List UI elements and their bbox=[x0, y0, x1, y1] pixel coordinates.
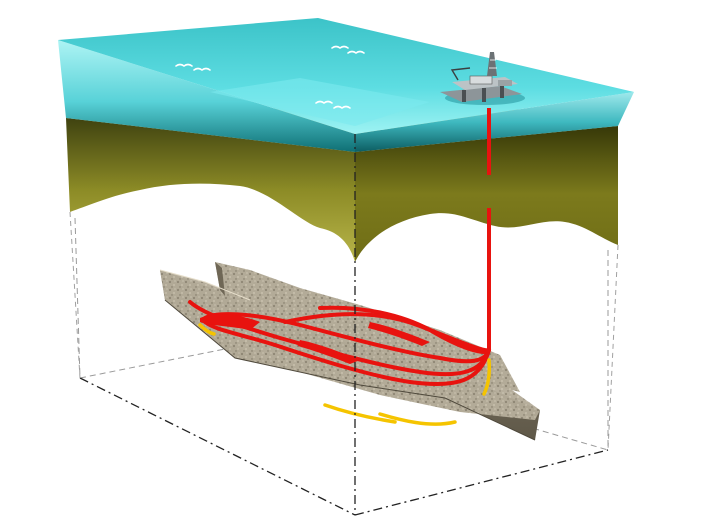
sea-surface bbox=[58, 18, 634, 134]
red-well-zones bbox=[200, 314, 430, 364]
front-frame-lines bbox=[79, 134, 609, 516]
seagull-icon bbox=[175, 45, 365, 109]
yellow-well-trajectories bbox=[198, 323, 491, 426]
sea-front-right bbox=[355, 92, 634, 152]
side-frame-lines bbox=[69, 211, 619, 451]
oil-platform-icon bbox=[440, 52, 525, 105]
seabed-front-right bbox=[355, 126, 618, 262]
seabed-front-left bbox=[66, 118, 355, 262]
sea-front-left bbox=[58, 40, 355, 152]
